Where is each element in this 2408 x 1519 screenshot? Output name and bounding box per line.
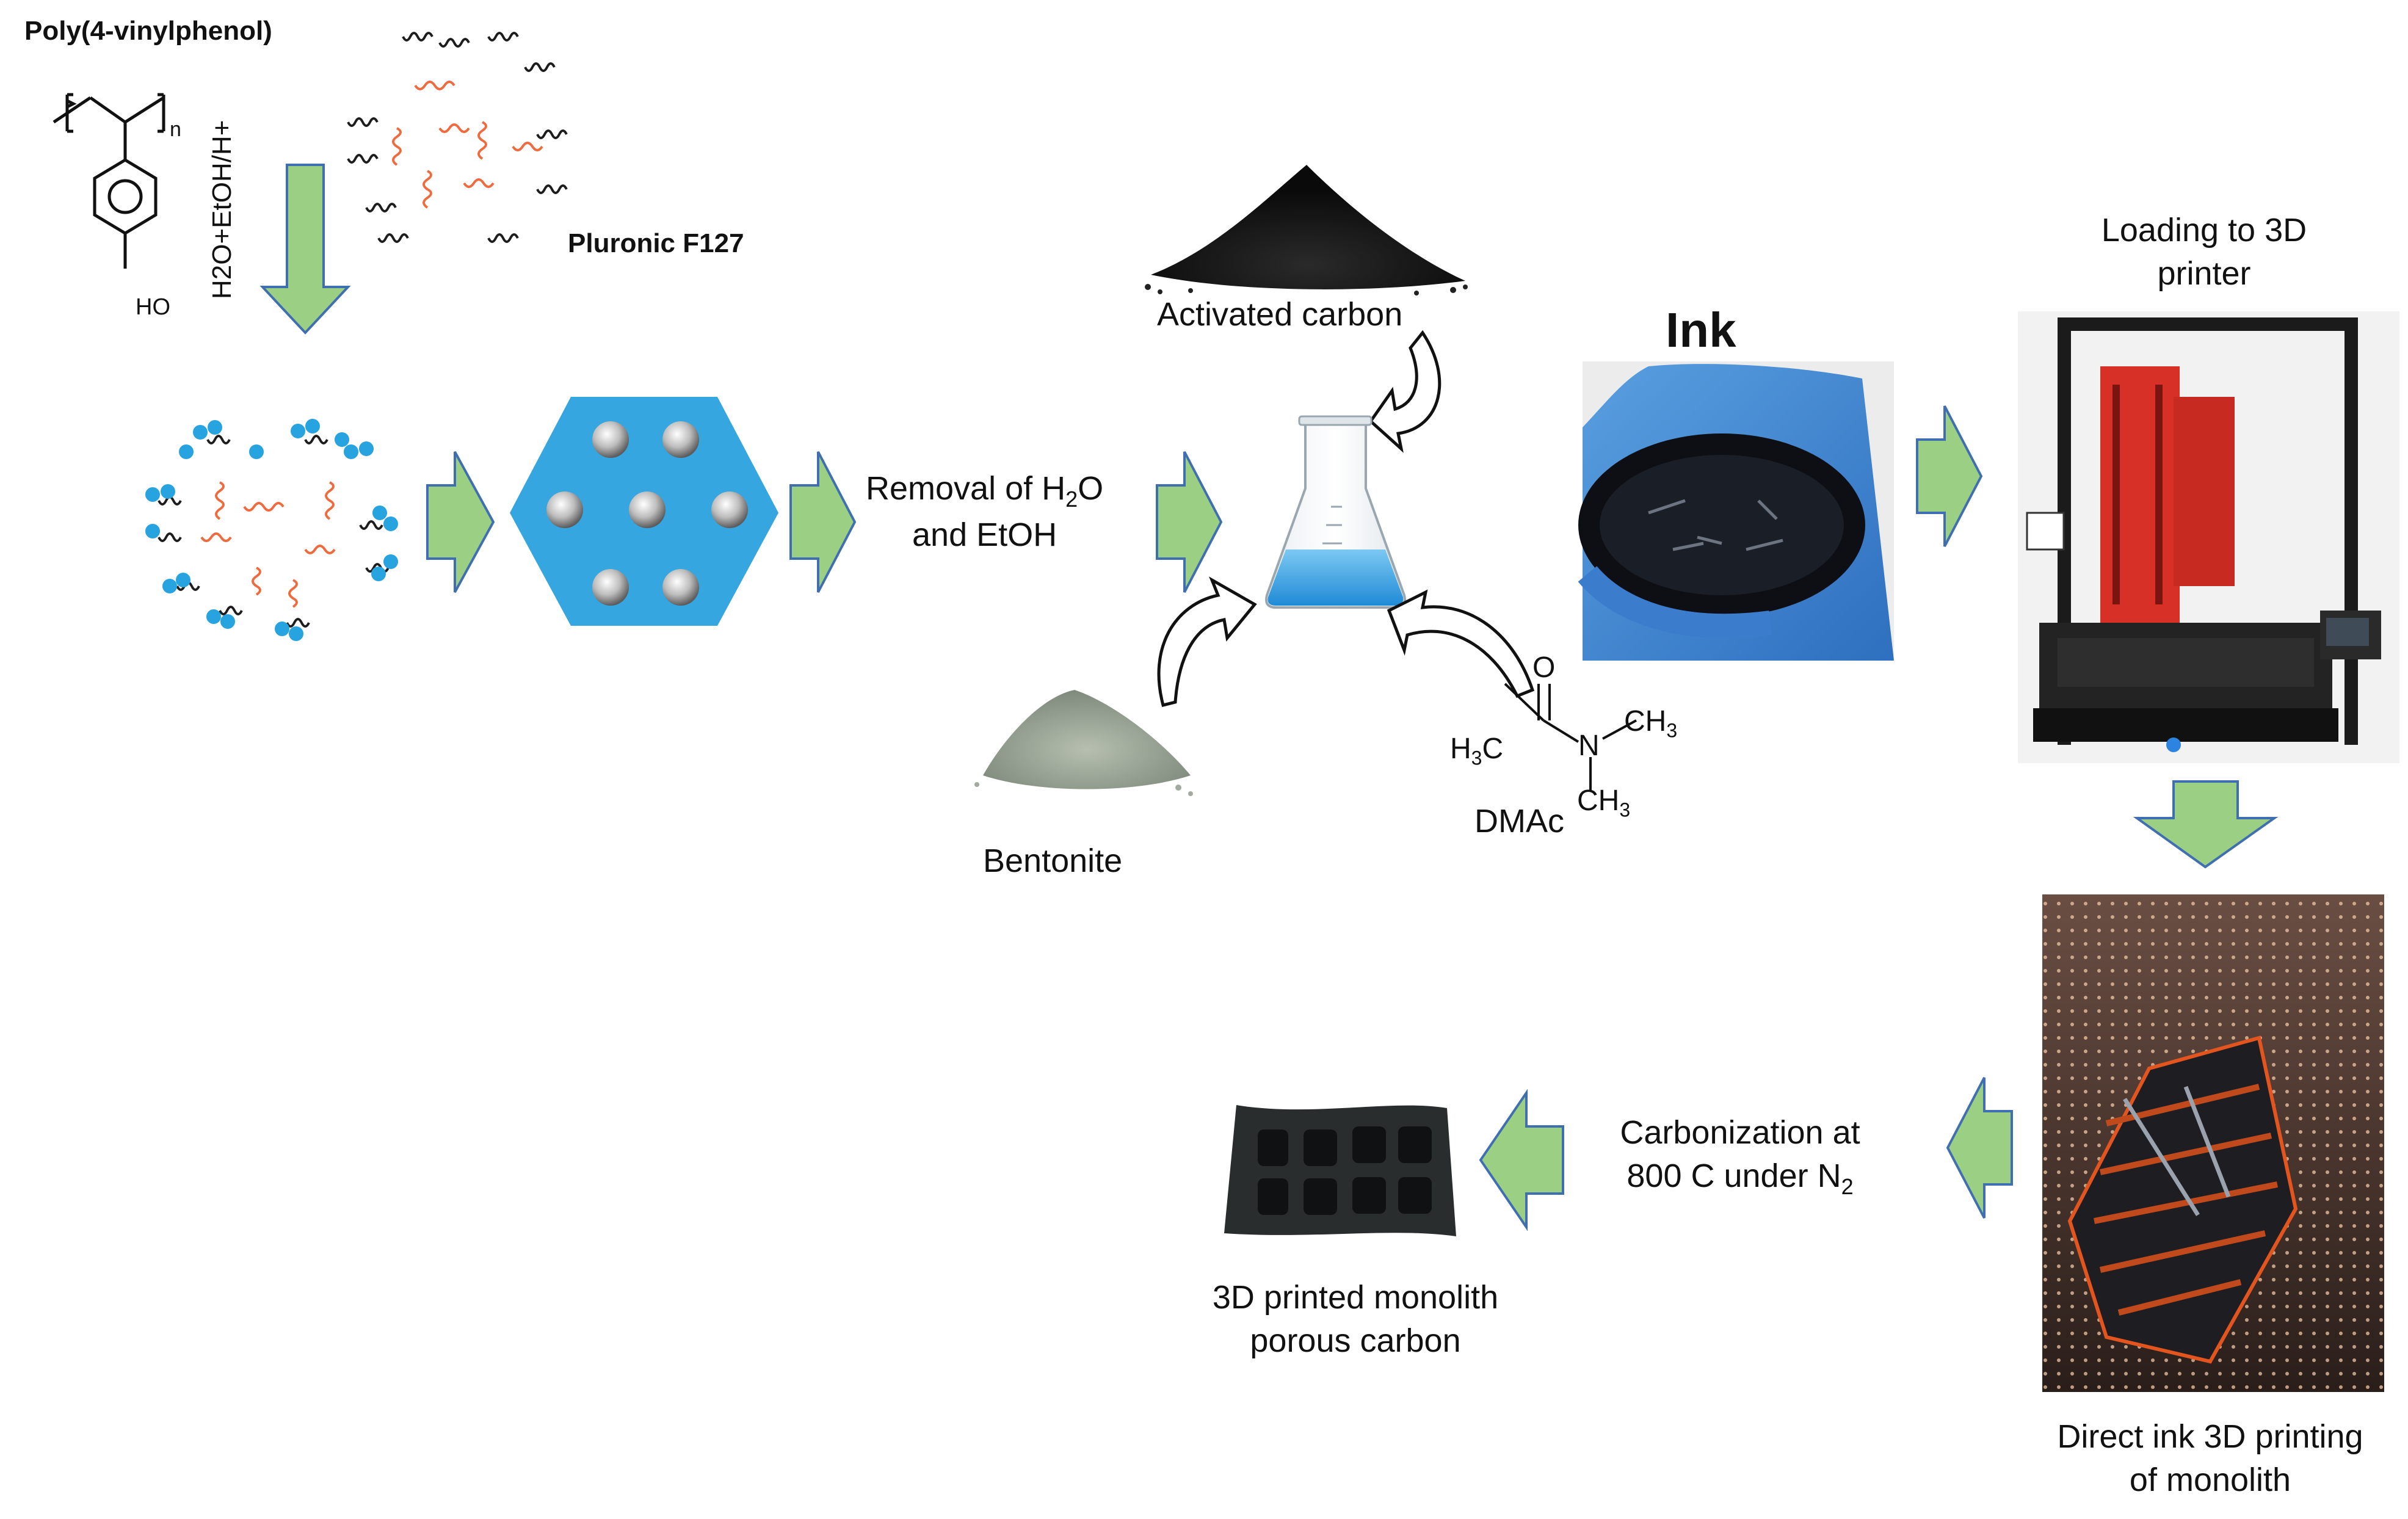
direct-ink-printing-photo [2042,894,2384,1392]
ch3-bottom-sub: 3 [1619,799,1631,821]
solvent-label: H2O+EtOH/H+ [207,120,237,299]
ch3-bottom-text: CH [1577,785,1620,817]
direct-ink-label: Direct ink 3D printing of monolith [2027,1415,2393,1503]
monolith-label: 3D printed monolith porous carbon [1178,1276,1532,1363]
carb-line2-sub: 2 [1841,1174,1854,1200]
activated-carbon-label: Activated carbon [1157,296,1403,333]
dmac-oxygen-label: O [1532,651,1556,684]
ch3-top-text: CH [1624,705,1667,738]
ink-photo [1578,361,1894,661]
block-arrow-icon [2133,780,2279,869]
dmac-structure-icon [1504,683,1637,791]
curved-arrow-icon [1368,330,1442,453]
ink-label: Ink [1666,303,1736,357]
ch3-top-sub: 3 [1666,719,1678,742]
block-arrow-icon [1156,451,1223,593]
mono-line1: 3D printed monolith [1212,1279,1499,1316]
pluronic-micelle-icon [347,32,568,243]
hydroxyl-label: HO [136,294,170,320]
removal-text-post: O [1078,470,1104,507]
carbonization-label: Carbonization at 800 C under N2 [1587,1111,1893,1202]
block-arrow-icon [1916,405,1983,547]
dmac-ch3-bottom-label: CH3 [1577,781,1630,823]
poly-vinylphenol-label: Poly(4-vinylphenol) [24,16,272,46]
block-arrow-icon [426,451,495,593]
block-arrow-icon [789,451,857,593]
loading-line1: Loading to 3D [2101,212,2307,248]
removal-label: Removal of H2O and EtOH [866,467,1103,557]
block-arrow-icon [1479,1089,1564,1231]
micelle-icon [145,419,398,641]
carb-line1: Carbonization at [1620,1114,1860,1151]
removal-text-pre: Removal of H [866,470,1066,507]
dmac-nitrogen-label: N [1578,730,1600,762]
bentonite-pile [974,690,1193,796]
repeat-unit-n-label: n [170,118,181,141]
loading-line2: printer [2157,255,2251,292]
removal-text-sub: 2 [1065,486,1078,512]
curved-arrow-icon [1387,589,1535,698]
block-arrow-icon [1946,1077,2013,1219]
loading-label: Loading to 3D printer [2070,209,2338,296]
dmac-label: DMAc [1474,803,1564,839]
bentonite-label: Bentonite [983,843,1123,879]
dmac-h3c-label: H3C [1450,730,1503,771]
pluronic-label: Pluronic F127 [568,228,744,258]
carbon-monolith-photo [1224,1105,1456,1236]
printer-photo [2018,311,2399,763]
dmac-ch3-top-label: CH3 [1624,702,1677,744]
poly-vinylphenol-structure-icon [53,93,165,269]
curved-arrow-icon [1157,576,1257,708]
h3c-sub: 3 [1471,747,1482,769]
h3c-c: C [1482,733,1504,765]
carb-line2: 800 C under N [1626,1158,1841,1195]
hexagon-mesophase-icon [510,397,778,626]
direct-line2: of monolith [2129,1462,2291,1499]
direct-line1: Direct ink 3D printing [2057,1418,2363,1455]
activated-carbon-heap [1145,165,1468,295]
block-arrow-icon [259,164,351,335]
mono-line2: porous carbon [1250,1322,1461,1360]
h3c-h: H [1450,733,1471,765]
flask-icon [1265,415,1406,609]
removal-text-line2: and EtOH [912,517,1057,554]
